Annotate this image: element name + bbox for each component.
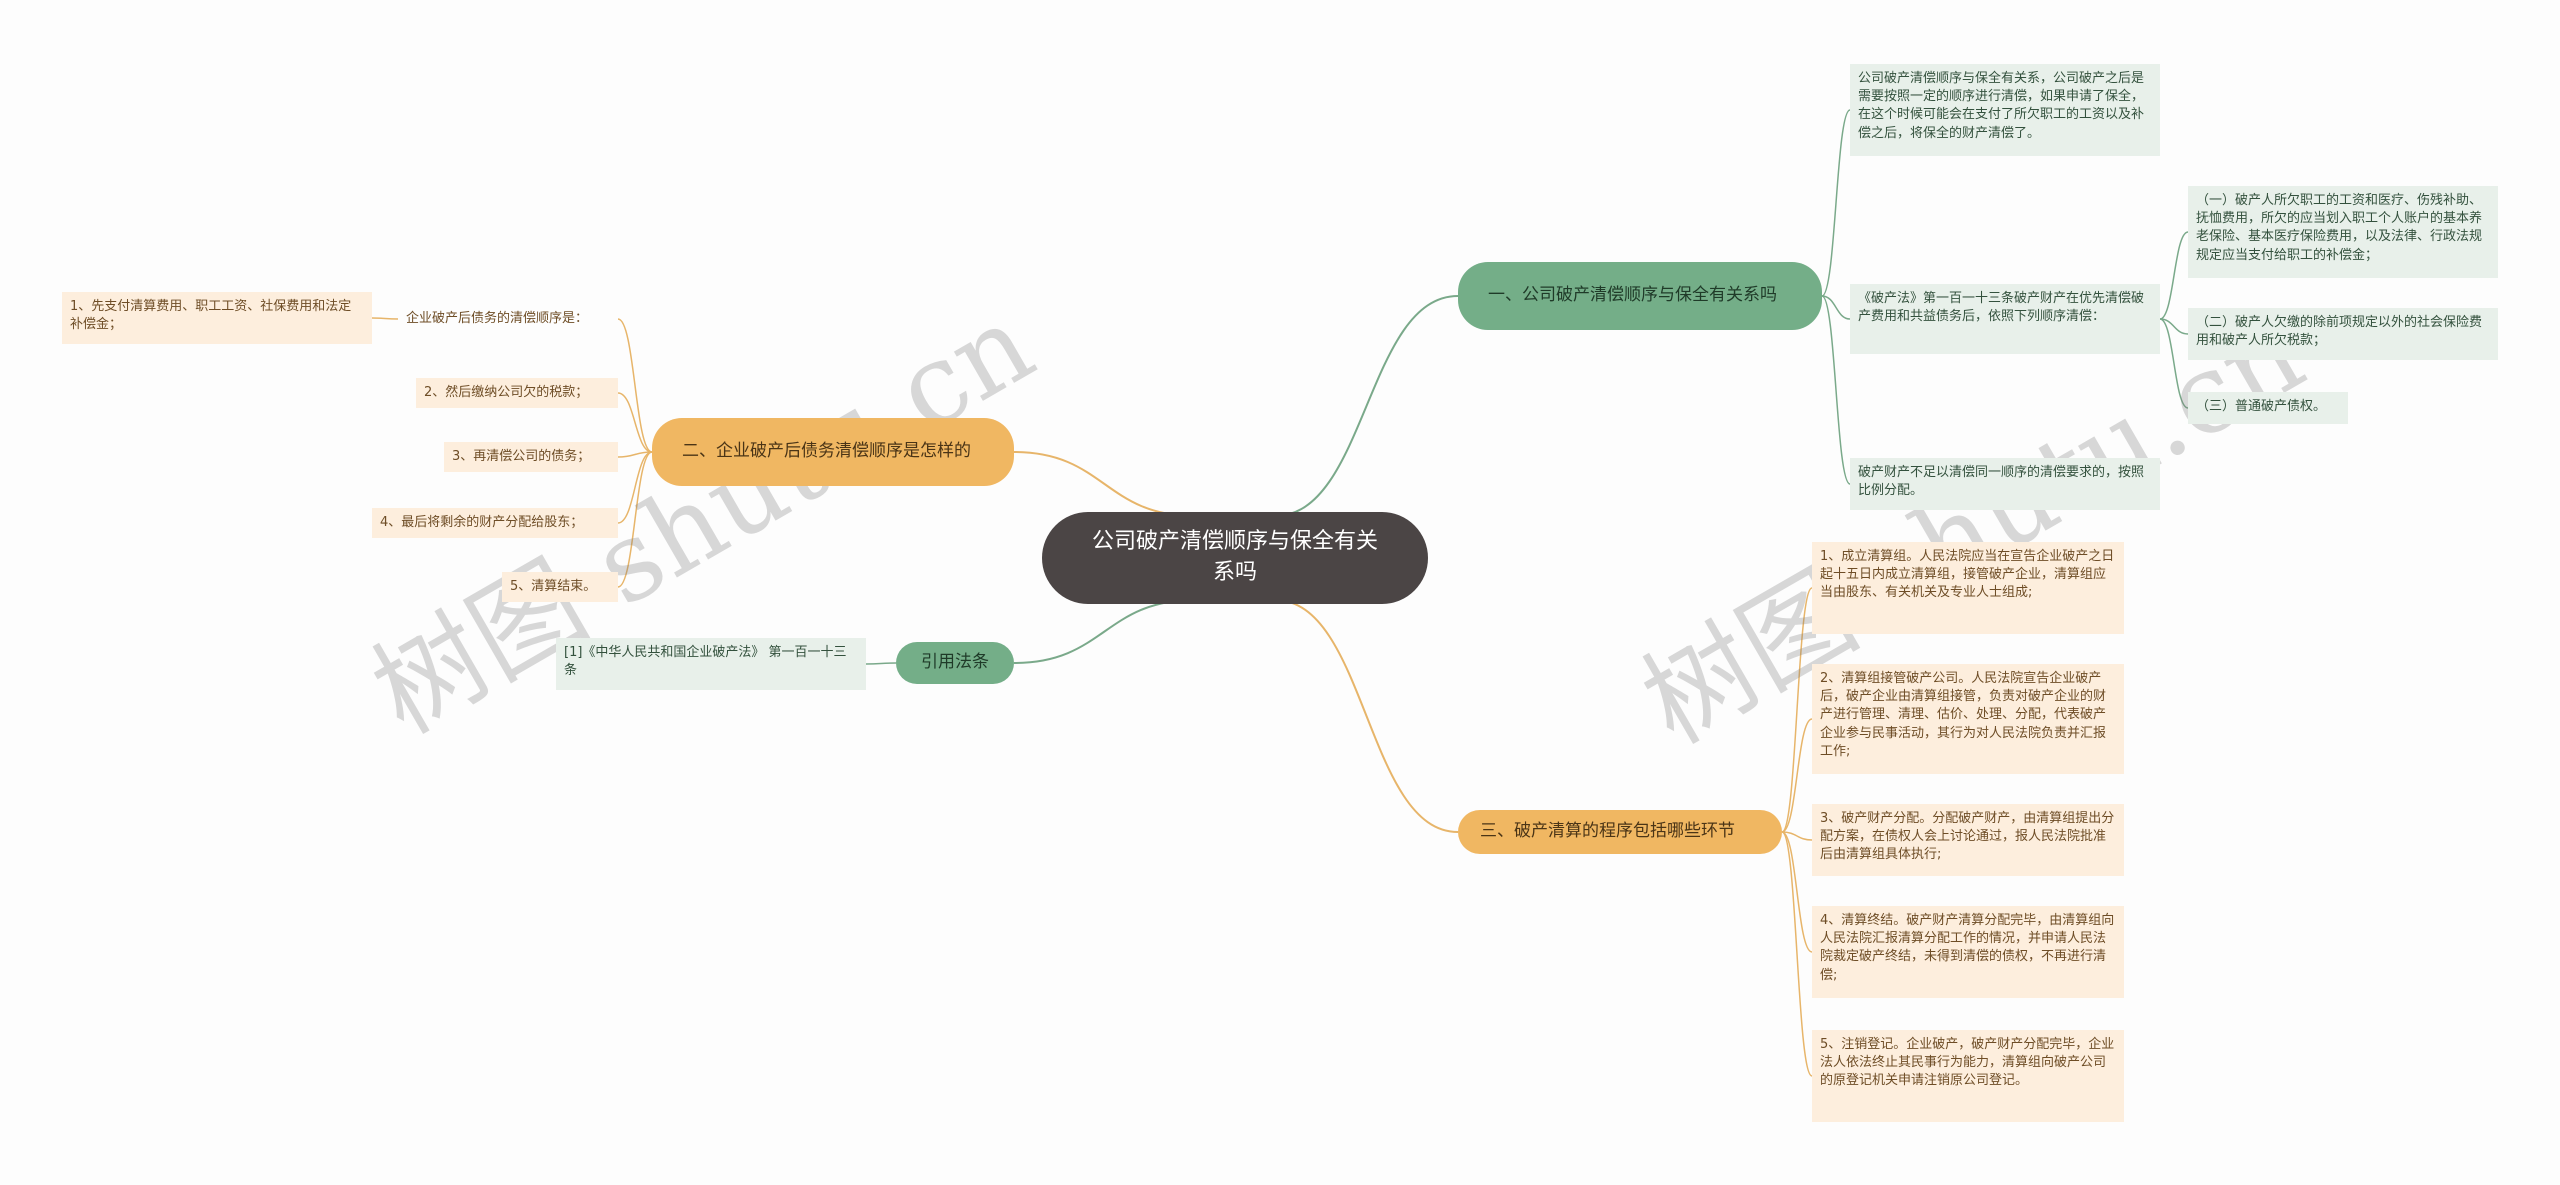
branch-2-item-2[interactable]: 2、然后缴纳公司欠的税款； — [416, 378, 618, 408]
branch-2-item-5[interactable]: 5、清算结束。 — [502, 572, 618, 602]
branch-3-label: 三、破产清算的程序包括哪些环节 — [1480, 821, 1735, 842]
branch-1-law-item-1-text: （一）破产人所欠职工的工资和医疗、伤残补助、抚恤费用，所欠的应当划入职工个人账户… — [2196, 193, 2483, 263]
branch-1-law-item-3-text: （三）普通破产债权。 — [2196, 399, 2327, 414]
branch-2-item-2-text: 2、然后缴纳公司欠的税款； — [424, 385, 589, 400]
branch-1-label: 一、公司破产清偿顺序与保全有关系吗 — [1488, 285, 1777, 306]
branch-1-law-item-2-text: （二）破产人欠缴的除前项规定以外的社会保险费用和破产人所欠税款； — [2196, 315, 2483, 349]
branch-3-item-1-text: 1、成立清算组。人民法院应当在宣告企业破产之日起十五日内成立清算组，接管破产企业… — [1820, 549, 2115, 601]
branch-1-law[interactable]: 《破产法》第一百一十三条破产财产在优先清偿破产费用和共益债务后，依照下列顺序清偿… — [1850, 284, 2160, 354]
branch-2-item-5-text: 5、清算结束。 — [510, 579, 597, 594]
branch-2-item-4-text: 4、最后将剩余的财产分配给股东； — [380, 515, 584, 530]
edge-b1-0 — [1821, 109, 1851, 297]
branch-2-item-1[interactable]: 1、先支付清算费用、职工工资、社保费用和法定补偿金； — [62, 292, 372, 344]
branch-3-item-4-text: 4、清算终结。破产财产清算分配完毕，由清算组向人民法院汇报清算分配工作的情况，并… — [1820, 913, 2115, 983]
branch-3-item-2-text: 2、清算组接管破产公司。人民法院宣告企业破产后，破产企业由清算组接管，负责对破产… — [1820, 671, 2107, 759]
branch-4-topic[interactable]: 引用法条 — [896, 642, 1014, 684]
edge-b3-3 — [1781, 831, 1813, 953]
branch-1-law-item-1[interactable]: （一）破产人所欠职工的工资和医疗、伤残补助、抚恤费用，所欠的应当划入职工个人账户… — [2188, 186, 2498, 278]
edge-b1law-1 — [2159, 318, 2189, 335]
edge-root-b1 — [1274, 295, 1459, 517]
branch-2-sub-topic[interactable]: 企业破产后债务的清偿顺序是： — [398, 304, 618, 334]
edge-b2-1 — [617, 392, 653, 453]
branch-3-topic[interactable]: 三、破产清算的程序包括哪些环节 — [1458, 810, 1782, 854]
branch-1-insufficient-text: 破产财产不足以清偿同一顺序的清偿要求的，按照比例分配。 — [1858, 465, 2145, 499]
branch-3-item-4[interactable]: 4、清算终结。破产财产清算分配完毕，由清算组向人民法院汇报清算分配工作的情况，并… — [1812, 906, 2124, 998]
branch-1-intro[interactable]: 公司破产清偿顺序与保全有关系，公司破产之后是需要按照一定的顺序进行清偿，如果申请… — [1850, 64, 2160, 156]
branch-1-insufficient[interactable]: 破产财产不足以清偿同一顺序的清偿要求的，按照比例分配。 — [1850, 458, 2160, 510]
edge-b3-1 — [1781, 718, 1813, 833]
branch-2-label: 二、企业破产后债务清偿顺序是怎样的 — [682, 441, 971, 462]
edge-root-b2 — [1013, 451, 1196, 517]
edge-b1law-0 — [2159, 231, 2189, 320]
edge-b1law-2 — [2159, 318, 2189, 409]
branch-2-item-4[interactable]: 4、最后将剩余的财产分配给股东； — [372, 508, 618, 538]
branch-4-item[interactable]: [1]《中华人民共和国企业破产法》 第一百一十三条 — [556, 638, 866, 690]
branch-2-topic[interactable]: 二、企业破产后债务清偿顺序是怎样的 — [652, 418, 1014, 486]
branch-3-item-2[interactable]: 2、清算组接管破产公司。人民法院宣告企业破产后，破产企业由清算组接管，负责对破产… — [1812, 664, 2124, 774]
edge-b2-4 — [617, 451, 653, 588]
edge-b3-0 — [1781, 587, 1813, 833]
edge-b3-2 — [1781, 831, 1813, 841]
branch-1-intro-text: 公司破产清偿顺序与保全有关系，公司破产之后是需要按照一定的顺序进行清偿，如果申请… — [1858, 71, 2145, 141]
branch-3-item-3[interactable]: 3、破产财产分配。分配破产财产，由清算组提出分配方案，在债权人会上讨论通过，报人… — [1812, 804, 2124, 876]
edge-b1-1 — [1821, 295, 1851, 320]
branch-4-label: 引用法条 — [921, 652, 989, 673]
edge-b3-4 — [1781, 831, 1813, 1077]
edge-root-b4 — [1013, 599, 1196, 664]
edge-b2s-a — [371, 317, 399, 320]
branch-1-law-item-3[interactable]: （三）普通破产债权。 — [2188, 392, 2348, 424]
branch-2-sub-topic-text: 企业破产后债务的清偿顺序是： — [406, 311, 589, 326]
edge-b2-2 — [617, 451, 653, 458]
root-topic[interactable]: 公司破产清偿顺序与保全有关系吗 — [1042, 512, 1428, 604]
edge-b2-0 — [617, 318, 653, 453]
branch-2-item-3[interactable]: 3、再清偿公司的债务； — [444, 442, 618, 472]
branch-3-item-3-text: 3、破产财产分配。分配破产财产，由清算组提出分配方案，在债权人会上讨论通过，报人… — [1820, 811, 2115, 863]
branch-1-law-item-2[interactable]: （二）破产人欠缴的除前项规定以外的社会保险费用和破产人所欠税款； — [2188, 308, 2498, 360]
branch-4-item-text: [1]《中华人民共和国企业破产法》 第一百一十三条 — [564, 645, 847, 679]
root-topic-label: 公司破产清偿顺序与保全有关系吗 — [1091, 529, 1378, 585]
branch-1-law-text: 《破产法》第一百一十三条破产财产在优先清偿破产费用和共益债务后，依照下列顺序清偿… — [1858, 291, 2145, 325]
edge-b1-2 — [1821, 295, 1851, 485]
edge-b2-3 — [617, 451, 653, 524]
branch-3-item-5[interactable]: 5、注销登记。企业破产，破产财产分配完毕，企业法人依法终止其民事行为能力，清算组… — [1812, 1030, 2124, 1122]
branch-2-item-1-text: 1、先支付清算费用、职工工资、社保费用和法定补偿金； — [70, 299, 352, 333]
edge-root-b3 — [1274, 599, 1459, 833]
branch-2-item-3-text: 3、再清偿公司的债务； — [452, 449, 591, 464]
branch-3-item-5-text: 5、注销登记。企业破产，破产财产分配完毕，企业法人依法终止其民事行为能力，清算组… — [1820, 1037, 2115, 1089]
edge-b4-a — [865, 662, 897, 665]
branch-3-item-1[interactable]: 1、成立清算组。人民法院应当在宣告企业破产之日起十五日内成立清算组，接管破产企业… — [1812, 542, 2124, 634]
branch-1-topic[interactable]: 一、公司破产清偿顺序与保全有关系吗 — [1458, 262, 1822, 330]
